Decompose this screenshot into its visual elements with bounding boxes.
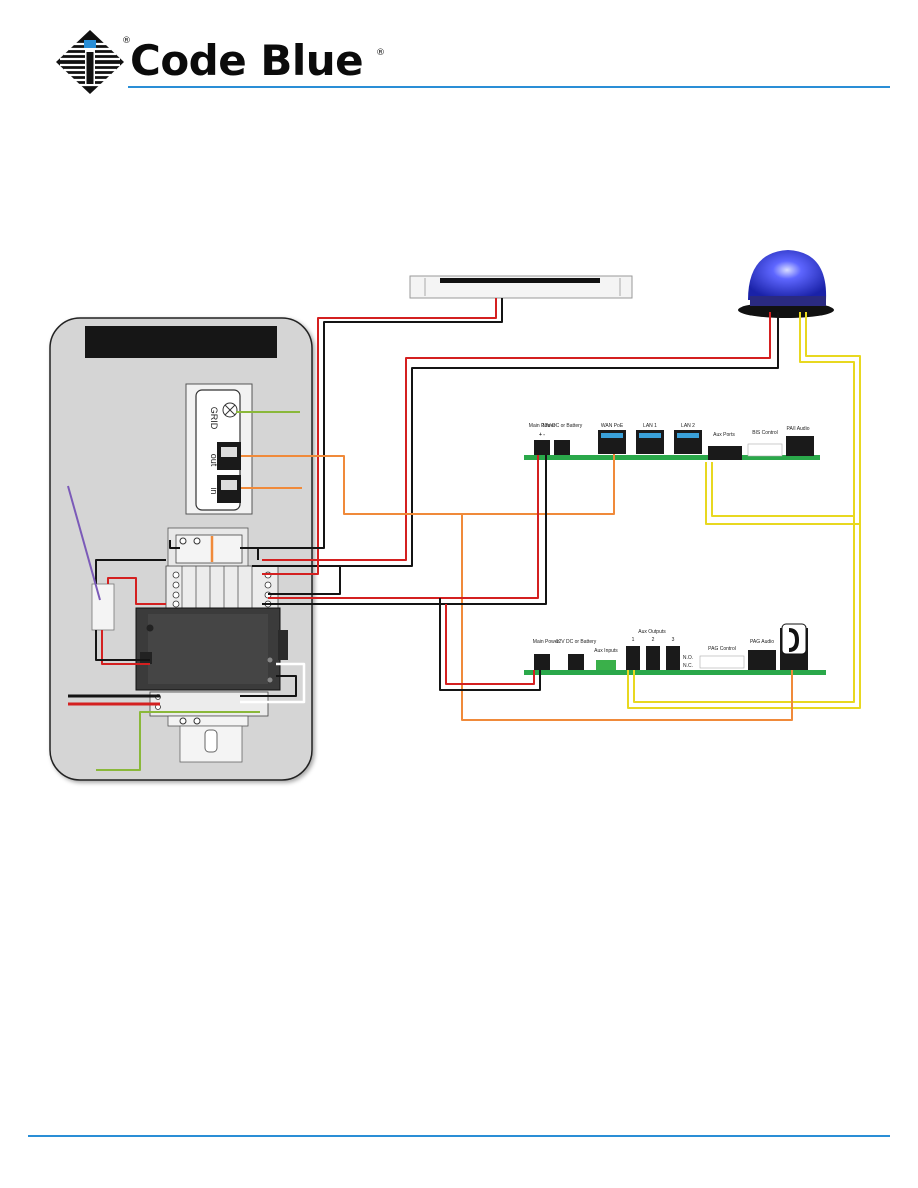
in-port-label: in <box>209 487 219 494</box>
bottom-out3-label: 3 <box>672 637 675 643</box>
top-pa-audio-label: PA/I Audio <box>787 426 810 432</box>
bottom-dc-battery-label: 12V DC or Battery <box>556 639 597 645</box>
wire-green-ground-2 <box>96 711 260 771</box>
bottom-no-label: N.O. <box>683 655 693 661</box>
grid-label: GRID <box>209 407 219 430</box>
fuse-holder <box>91 583 115 631</box>
wire-red-top-power <box>268 455 539 599</box>
footer-rule <box>28 1135 890 1137</box>
top-dc-battery-label: 12V DC or Battery <box>542 423 583 429</box>
wire-black-lightbar <box>252 298 503 549</box>
wire-red-bottom-power <box>445 604 535 685</box>
wire-orange-pag <box>461 514 793 721</box>
blue-beacon-icon <box>738 250 834 318</box>
wire-red-lightbar <box>262 298 497 575</box>
control-board-top: Main Power + - 12V DC or Battery WAN PoE… <box>524 423 820 460</box>
logo-registered-mark: ® <box>122 36 131 46</box>
bottom-pag-audio-label: PAG Audio <box>750 639 774 645</box>
top-bis-control-label: BIS Control <box>752 430 778 436</box>
terminal-block <box>165 565 279 609</box>
light-bar <box>409 275 633 299</box>
code-blue-emblem-icon <box>56 30 124 94</box>
wire-yellow-1 <box>711 312 855 517</box>
bottom-out1-label: 1 <box>632 637 635 643</box>
wire-yellow-2 <box>705 312 861 525</box>
top-aux-ports-label: Aux Ports <box>713 432 735 438</box>
bottom-pag-control-label: PAG Control <box>708 646 736 652</box>
wire-yellow-3 <box>633 516 855 703</box>
brand-registered-mark: ® <box>376 48 385 58</box>
top-wan-poe-label: WAN PoE <box>601 423 624 429</box>
top-main-power-label: Main Power <box>529 423 556 429</box>
wire-black-bottom-power <box>439 598 541 691</box>
handset-icon <box>781 623 807 655</box>
top-lan2-label: LAN 2 <box>681 423 695 429</box>
bottom-main-power-label: Main Power <box>533 639 560 645</box>
control-board-bottom: Main Power 12V DC or Battery Aux Inputs … <box>524 623 826 675</box>
network-switch: GRID out in <box>185 383 253 515</box>
brand-name: Code Blue <box>130 36 364 85</box>
header-rule <box>128 86 890 88</box>
top-lan1-label: LAN 1 <box>643 423 657 429</box>
bottom-out2-label: 2 <box>652 637 655 643</box>
bottom-aux-inputs-label: Aux Inputs <box>594 648 618 654</box>
wire-orange-out <box>241 454 615 515</box>
out-port-label: out <box>209 454 219 467</box>
wiring <box>67 298 861 771</box>
top-plus-minus-label: + - <box>539 432 545 438</box>
wire-red-beacon <box>262 312 771 561</box>
enclosure-title-bar <box>85 326 277 358</box>
bottom-aux-outputs-label: Aux Outputs <box>638 629 666 635</box>
wire-yellow-4 <box>627 524 861 709</box>
code-blue-logo: ® Code Blue ® <box>54 28 385 96</box>
din-rail <box>91 527 288 763</box>
wire-black-beacon <box>252 312 779 567</box>
bottom-nc-label: N.C. <box>683 663 693 669</box>
ground-screw-icon <box>222 402 238 418</box>
